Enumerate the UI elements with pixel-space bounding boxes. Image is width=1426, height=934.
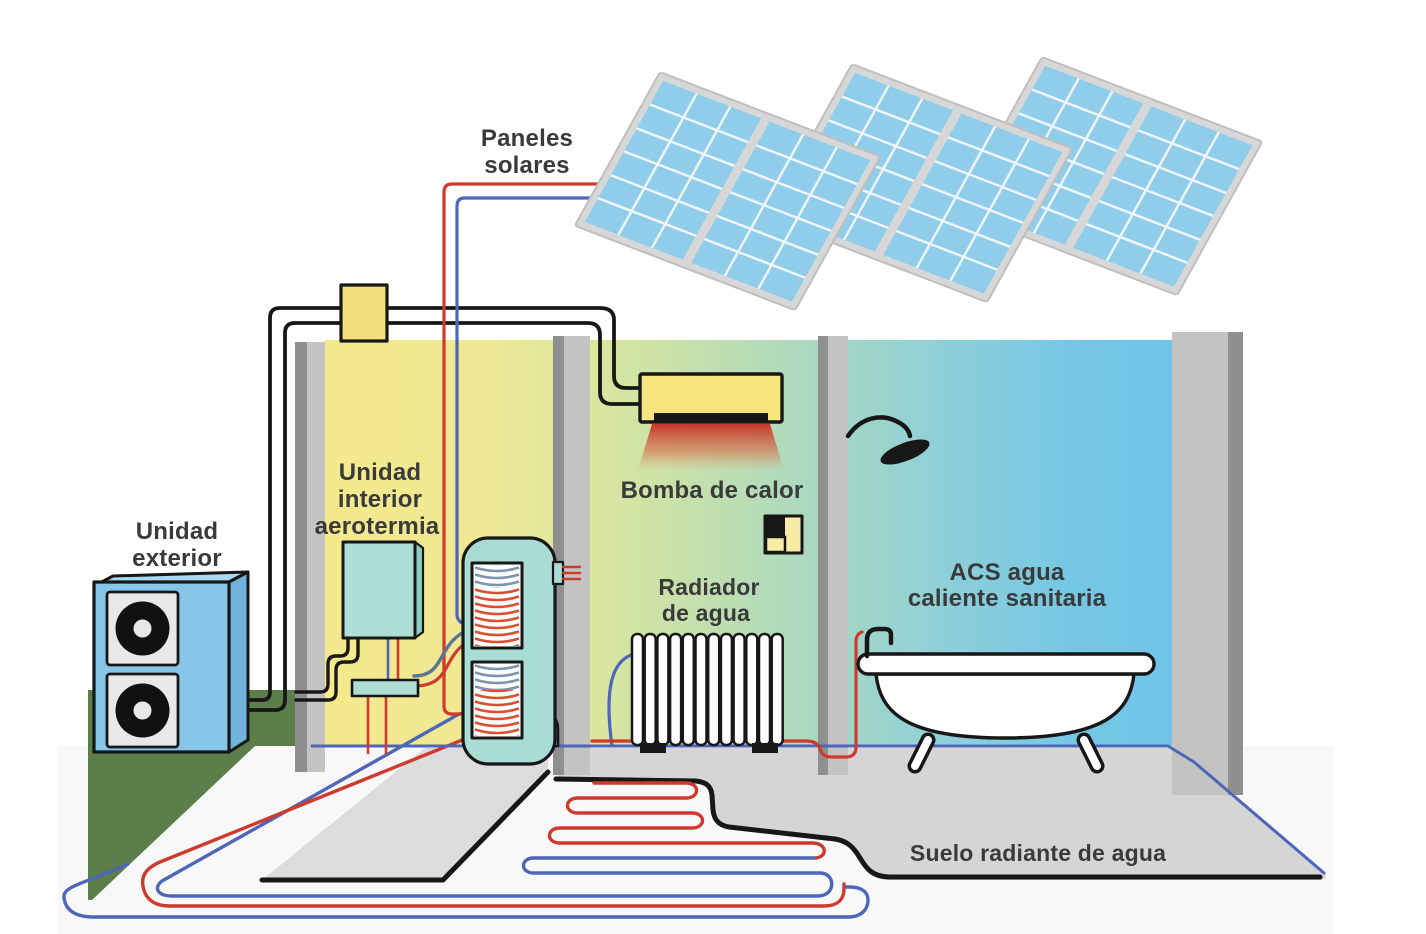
heat-pump-vent [654, 413, 768, 422]
svg-text:caliente sanitaria: caliente sanitaria [908, 585, 1107, 612]
tank-side-coil-stub [561, 565, 582, 581]
svg-text:solares: solares [484, 152, 569, 179]
tub-rim [856, 652, 1156, 676]
hot-coil-pipe [547, 781, 826, 860]
wall-pillars [295, 332, 1243, 795]
solar-hot-pipe [442, 182, 609, 716]
indoor-unit [294, 540, 470, 755]
junction-box [339, 283, 389, 343]
warm-air-glow [638, 424, 784, 470]
solar-panels [573, 55, 1264, 312]
radiant-floor-coil [62, 711, 870, 919]
outdoor-unit [92, 570, 250, 754]
tank-coil-window-top [470, 561, 524, 650]
fan-icon [105, 590, 180, 667]
heat-pump [638, 372, 784, 470]
label-solar-panels: Paneles [481, 125, 573, 152]
label-heat-pump: Bomba de calor [621, 477, 804, 504]
svg-text:exterior: exterior [132, 545, 222, 572]
indoor-unit-cabinet [341, 540, 417, 640]
fan-icon [105, 672, 180, 749]
solar-cold-pipe [455, 196, 604, 626]
pillar-right-end [1172, 332, 1243, 795]
floor [259, 748, 1327, 883]
tank-coil-window-bottom [470, 660, 524, 740]
radiator-foot [752, 743, 778, 753]
cold-coil-pipe [155, 711, 834, 898]
svg-text:interior: interior [338, 486, 422, 513]
radiator-foot [640, 743, 666, 753]
bathtub [856, 626, 1156, 774]
label-radiator: Radiador [658, 574, 759, 600]
pillar-middle-right [818, 336, 848, 775]
cold-return-pipe [62, 862, 870, 919]
hot-supply-pipe [140, 728, 846, 908]
manifold [350, 678, 420, 698]
svg-text:de agua: de agua [662, 600, 750, 626]
shower-head-icon [845, 415, 930, 465]
dhw-hot-pipe [590, 630, 864, 759]
refrigerant-pipes [247, 306, 644, 712]
tub-body [874, 672, 1136, 740]
label-indoor-unit: Unidad [339, 459, 422, 486]
radiator-fins [630, 632, 784, 747]
thermostat [763, 514, 804, 555]
pillar-middle-left [553, 336, 590, 775]
radiator [590, 630, 864, 759]
tank-feed-pipe [412, 628, 470, 678]
label-radiant-floor: Suelo radiante de agua [910, 840, 1166, 866]
faucet-icon [864, 626, 894, 659]
labels: Paneles solares Unidad exterior Unidad i… [132, 125, 1166, 866]
svg-text:aerotermia: aerotermia [315, 513, 440, 540]
label-dhw: ACS agua [950, 559, 1065, 586]
label-outdoor-unit: Unidad [136, 518, 219, 545]
pillar-left [295, 342, 325, 772]
buffer-tank [461, 536, 582, 766]
